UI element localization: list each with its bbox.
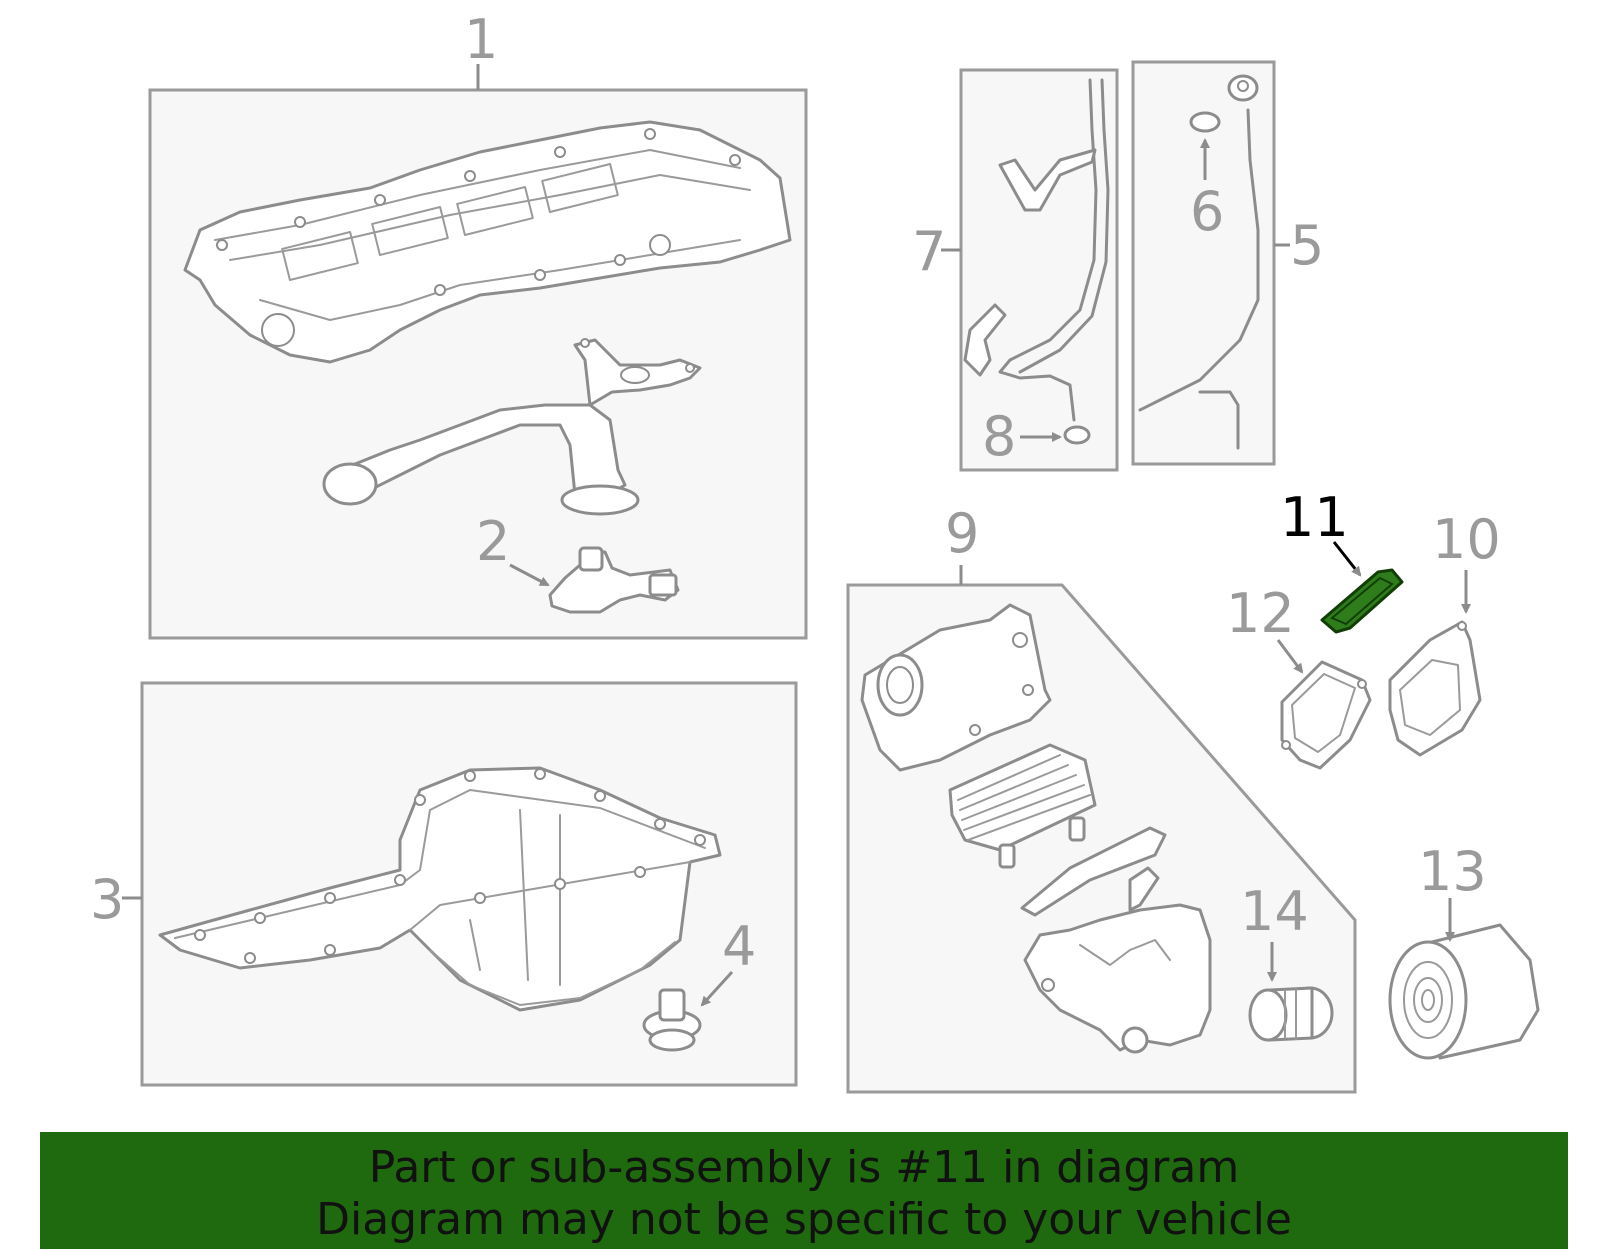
filter-housing-lower[interactable] [1023, 903, 1212, 1054]
callout-2: 2 [476, 510, 510, 573]
drain-plug[interactable] [642, 988, 702, 1052]
callout-14: 14 [1240, 880, 1309, 943]
part-11-gasket-highlighted[interactable] [1320, 568, 1404, 634]
o-ring-8[interactable] [1063, 425, 1091, 445]
dipstick[interactable] [1138, 74, 1260, 450]
group-oil-cooler[interactable] [846, 565, 1357, 1094]
fitting-14[interactable] [1248, 986, 1334, 1042]
group-dipstick-tube[interactable] [941, 68, 1119, 472]
callout-6: 6 [1190, 180, 1224, 243]
callout-7: 7 [912, 220, 946, 283]
cover-10[interactable] [1388, 620, 1482, 757]
callout-3: 3 [90, 868, 124, 931]
lower-oil-pan[interactable] [158, 766, 722, 1012]
callout-8: 8 [982, 405, 1016, 468]
oil-filter-13[interactable] [1388, 923, 1540, 1060]
oil-cooler[interactable] [948, 743, 1097, 869]
callout-1: 1 [464, 8, 498, 71]
upper-oil-pan[interactable] [183, 120, 792, 364]
oil-level-sensor[interactable] [548, 546, 680, 614]
callout-13: 13 [1418, 840, 1487, 903]
info-banner: Part or sub-assembly is #11 in diagram D… [40, 1132, 1568, 1249]
cooler-gasket[interactable] [1020, 826, 1167, 917]
callout-11: 11 [1280, 486, 1349, 549]
callout-4: 4 [722, 915, 756, 978]
callout-10: 10 [1432, 508, 1501, 571]
group-lower-oil-pan[interactable] [122, 681, 798, 1087]
banner-line-2: Diagram may not be specific to your vehi… [316, 1194, 1292, 1245]
banner-line-1: Part or sub-assembly is #11 in diagram [368, 1142, 1240, 1193]
oil-pickup-tube[interactable] [322, 338, 702, 516]
group-upper-oil-pan[interactable] [148, 64, 808, 640]
gasket-12[interactable] [1280, 660, 1372, 770]
filter-housing-upper[interactable] [860, 603, 1052, 772]
dipstick-tube[interactable] [963, 78, 1110, 422]
callout-12: 12 [1226, 582, 1295, 645]
o-ring-6[interactable] [1189, 111, 1221, 133]
group-dipstick[interactable] [1131, 60, 1290, 466]
callout-5: 5 [1290, 214, 1324, 277]
callout-9: 9 [945, 502, 979, 565]
